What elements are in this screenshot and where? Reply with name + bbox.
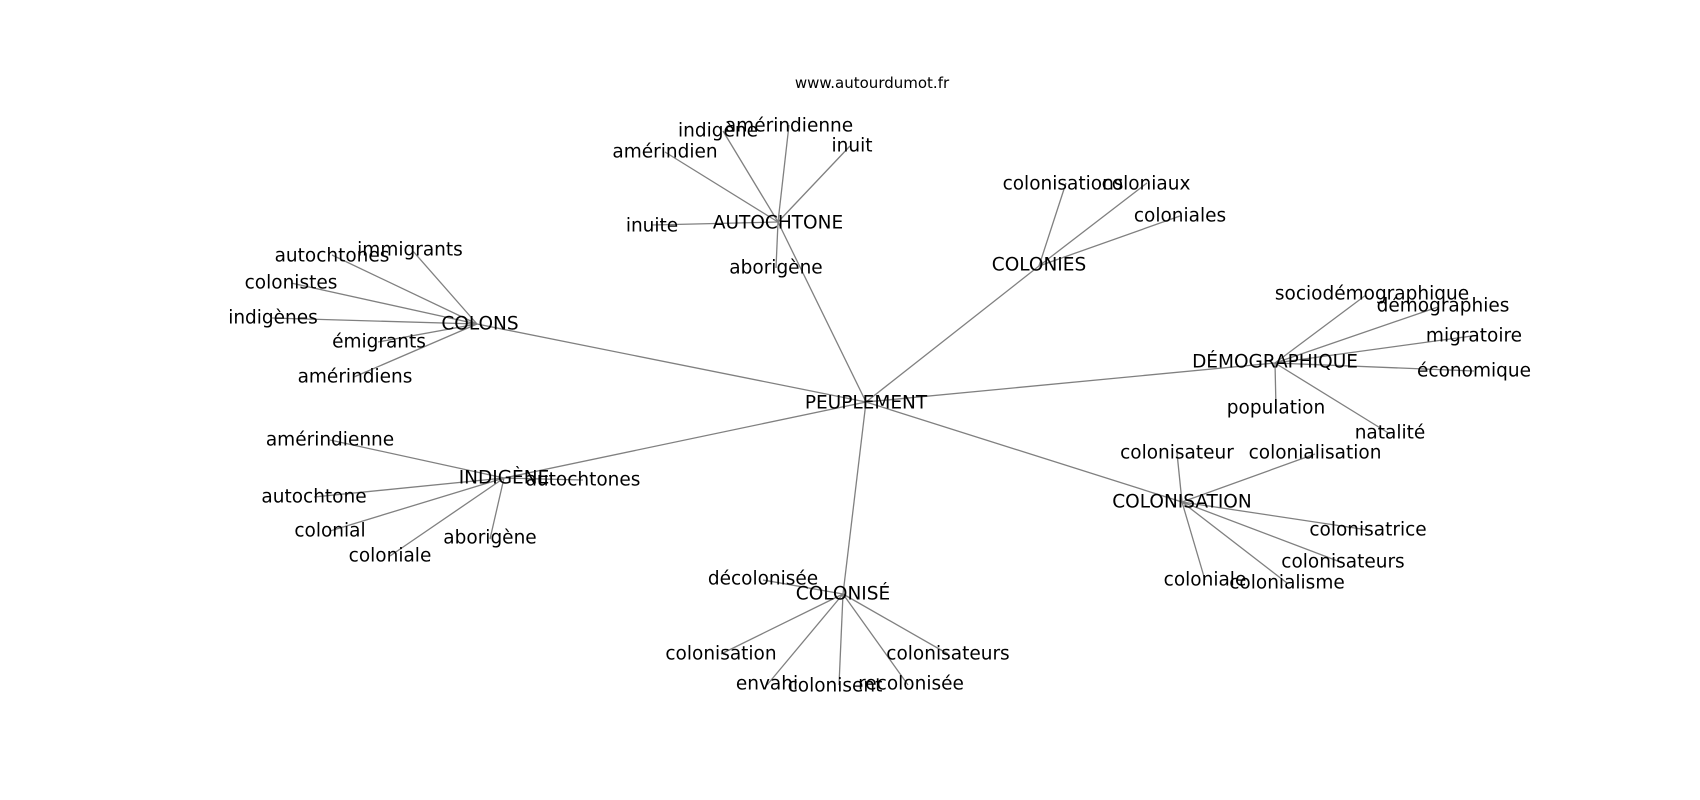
edge-demographique-5 — [1274, 362, 1391, 435]
word-node-colons-1[interactable]: autochtones — [275, 246, 390, 267]
word-node-colonise-4[interactable]: colonisent — [788, 676, 883, 697]
edge-demographique-0 — [1274, 294, 1367, 364]
hub-node-colonies[interactable]: COLONIES — [992, 255, 1086, 276]
word-node-indigene-5[interactable]: aborigène — [443, 528, 536, 549]
edge-demographique-2 — [1274, 335, 1473, 364]
edge-demographique-1 — [1274, 306, 1439, 364]
hub-node-indigene[interactable]: INDIGÈNE — [459, 467, 550, 489]
word-node-autochtone-3[interactable]: amérindien — [612, 142, 717, 163]
edge-colonise-2 — [842, 593, 949, 655]
word-node-colonisation-0[interactable]: colonisateur — [1120, 443, 1234, 464]
edge-colons-3 — [271, 317, 478, 325]
word-node-colonise-2[interactable]: colonisateurs — [886, 644, 1009, 665]
word-node-colonisation-4[interactable]: coloniale — [1164, 570, 1247, 591]
edge-center-colonisation — [865, 401, 1183, 503]
word-node-colonies-1[interactable]: coloniaux — [1102, 174, 1191, 195]
word-node-colonise-0[interactable]: décolonisée — [708, 569, 818, 590]
edge-colonisation-0 — [1176, 452, 1183, 503]
word-node-indigene-3[interactable]: colonial — [294, 521, 365, 542]
word-node-colonisation-2[interactable]: colonisatrice — [1309, 520, 1426, 541]
word-node-colons-4[interactable]: émigrants — [332, 332, 426, 353]
edge-colonise-4 — [838, 593, 844, 686]
word-node-colonise-5[interactable]: recolonisée — [858, 674, 964, 695]
hub-node-colonise[interactable]: COLONISÉ — [796, 583, 890, 605]
word-node-indigene-2[interactable]: autochtone — [261, 487, 366, 508]
word-node-autochtone-4[interactable]: inuite — [626, 216, 678, 237]
edge-autochtone-4 — [651, 221, 779, 226]
word-node-autochtone-2[interactable]: inuit — [832, 136, 873, 157]
edge-colonise-0 — [762, 579, 844, 595]
edge-indigene-5 — [489, 477, 505, 540]
edge-colons-2 — [290, 282, 478, 325]
word-node-demographique-2[interactable]: migratoire — [1426, 326, 1522, 347]
edge-colonisation-4 — [1181, 501, 1206, 581]
graph-edges — [271, 124, 1475, 686]
word-node-colonisation-1[interactable]: colonialisation — [1249, 443, 1382, 464]
word-node-colonise-1[interactable]: colonisation — [665, 644, 776, 665]
edge-indigene-2 — [313, 477, 505, 498]
word-node-colons-3[interactable]: indigènes — [228, 308, 318, 329]
hub-node-autochtone[interactable]: AUTOCHTONE — [713, 213, 843, 234]
hub-node-demographique[interactable]: DÉMOGRAPHIQUE — [1192, 351, 1358, 373]
word-node-autochtone-5[interactable]: aborigène — [729, 258, 822, 279]
edge-colonies-1 — [1038, 182, 1148, 267]
hub-node-colons[interactable]: COLONS — [441, 314, 518, 335]
center-node: PEUPLEMENT — [805, 393, 928, 414]
edge-indigene-4 — [389, 477, 505, 557]
word-node-demographique-0[interactable]: sociodémographique — [1275, 284, 1469, 305]
word-node-demographique-3[interactable]: économique — [1417, 361, 1531, 382]
edge-colonisation-1 — [1181, 453, 1316, 503]
edge-center-autochtone — [777, 221, 867, 403]
edge-autochtone-1 — [722, 130, 779, 223]
edge-center-demographique — [865, 362, 1276, 403]
edge-colonisation-5 — [1181, 501, 1288, 584]
edge-autochtone-0 — [777, 124, 790, 223]
word-node-demographique-4[interactable]: population — [1227, 398, 1325, 419]
word-node-colonisation-5[interactable]: colonialisme — [1229, 573, 1344, 594]
edge-indigene-3 — [329, 477, 505, 532]
edge-demographique-3 — [1274, 362, 1475, 372]
word-node-autochtone-0[interactable]: amérindienne — [725, 116, 853, 137]
edge-colons-1 — [331, 254, 478, 325]
word-node-colonise-3[interactable]: envahi — [736, 674, 798, 695]
edge-center-indigene — [503, 401, 867, 479]
edge-colonise-3 — [766, 593, 844, 686]
edge-demographique-4 — [1274, 362, 1277, 409]
word-node-indigene-1[interactable]: autochtones — [526, 470, 641, 491]
word-node-colonisation-3[interactable]: colonisateurs — [1281, 552, 1404, 573]
edge-center-colonies — [865, 265, 1040, 403]
hub-node-colonisation[interactable]: COLONISATION — [1112, 492, 1251, 513]
edge-autochtone-2 — [777, 145, 851, 223]
word-node-indigene-0[interactable]: amérindienne — [266, 430, 394, 451]
edge-colonisation-2 — [1181, 501, 1369, 531]
edge-colonies-2 — [1038, 215, 1181, 267]
edge-colons-0 — [411, 249, 478, 325]
edge-colonies-0 — [1038, 182, 1067, 267]
graph-nodes: PEUPLEMENTAUTOCHTONEamérindienneindigène… — [228, 116, 1531, 697]
word-node-colons-5[interactable]: amérindiens — [298, 367, 413, 388]
word-node-indigene-4[interactable]: coloniale — [349, 546, 432, 567]
site-label: www.autourdumot.fr — [795, 74, 950, 92]
edge-center-colonise — [842, 401, 867, 595]
word-node-colonies-2[interactable]: coloniales — [1134, 206, 1226, 227]
edge-colonise-1 — [720, 593, 844, 655]
edge-colonise-5 — [842, 593, 909, 686]
word-node-colons-2[interactable]: colonistes — [245, 273, 338, 294]
edge-center-colons — [476, 323, 867, 403]
edge-autochtone-3 — [664, 151, 779, 223]
edge-indigene-0 — [329, 439, 505, 479]
edge-colons-4 — [377, 323, 478, 343]
edge-colons-5 — [353, 323, 478, 378]
word-node-colonies-0[interactable]: colonisations — [1003, 174, 1124, 195]
edge-colonisation-3 — [1181, 501, 1344, 564]
word-node-colons-0[interactable]: immigrants — [357, 240, 463, 261]
word-node-demographique-5[interactable]: natalité — [1355, 423, 1426, 444]
edge-indigene-1 — [503, 477, 584, 481]
word-node-autochtone-1[interactable]: indigène — [678, 121, 758, 142]
edge-autochtone-5 — [775, 221, 779, 269]
word-node-demographique-1[interactable]: démographies — [1377, 296, 1510, 317]
